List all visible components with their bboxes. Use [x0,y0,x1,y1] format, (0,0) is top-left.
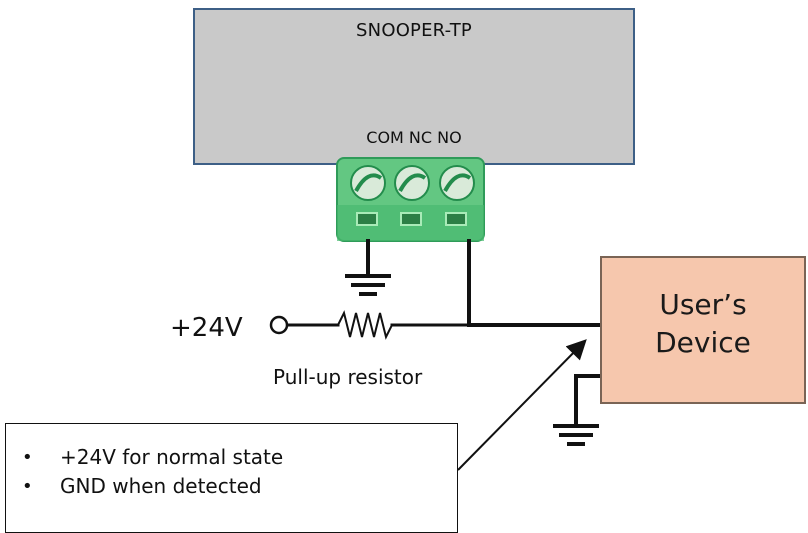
terminal-slot-com [356,212,378,226]
wiring [285,239,602,446]
resistor-label: Pull-up resistor [273,365,423,389]
pull-up-resistor [336,310,394,340]
supply-voltage-label: +24V [170,313,243,343]
screw-nc [394,165,430,201]
terminal-block [336,157,485,242]
note-item-detected-state: GND when detected [22,472,283,501]
terminal-slot-no [445,212,467,226]
screw-no [439,165,475,201]
users-device-label: User’s Device [600,286,806,362]
users-device-label-line1: User’s [659,288,747,321]
note-item-normal-state: +24V for normal state [22,443,283,472]
supply-terminal-icon [269,315,289,335]
terminal-slot-nc [400,212,422,226]
callout-arrow [457,339,587,471]
note-list: +24V for normal state GND when detected [22,443,283,501]
screw-com [350,165,386,201]
users-device-box [600,256,806,404]
device-title: SNOOPER-TP [356,20,472,41]
users-device-label-line2: Device [655,326,751,359]
pin-labels: COM NC NO [366,128,462,147]
snooper-device-box [193,8,635,165]
